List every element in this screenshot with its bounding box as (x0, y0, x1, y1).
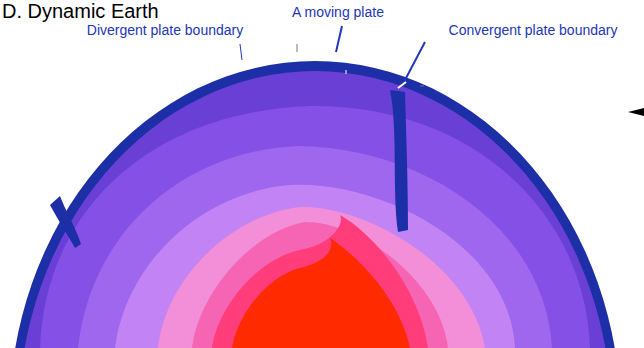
leader-line (240, 44, 242, 60)
lithosphere (9, 61, 621, 348)
upper-mantle (18, 71, 612, 348)
slabs (50, 60, 408, 248)
mantle-layer (78, 146, 552, 348)
part-label: A moving plate (292, 4, 384, 20)
leader-line (405, 42, 425, 80)
trench-gap (398, 82, 406, 88)
plate-tick (420, 86, 424, 87)
part-label: Convergent plate boundary (449, 22, 618, 38)
lower-mantle (115, 185, 515, 348)
earth-layers (9, 61, 621, 348)
inner-core-rim (212, 215, 428, 348)
leader-line (336, 26, 342, 52)
subducting-slab (390, 90, 408, 232)
mantle-layer (40, 106, 590, 348)
outer-core (158, 207, 485, 348)
leader-lines (240, 26, 425, 86)
pointer-arrow (628, 108, 644, 116)
rift-gap (236, 60, 250, 68)
figure-title: D. Dynamic Earth (2, 0, 159, 23)
plate-tick (346, 70, 347, 74)
subducting-slab (50, 196, 81, 248)
part-label: Divergent plate boundary (87, 22, 243, 38)
inner-core (232, 238, 410, 348)
leader-line (297, 44, 298, 52)
